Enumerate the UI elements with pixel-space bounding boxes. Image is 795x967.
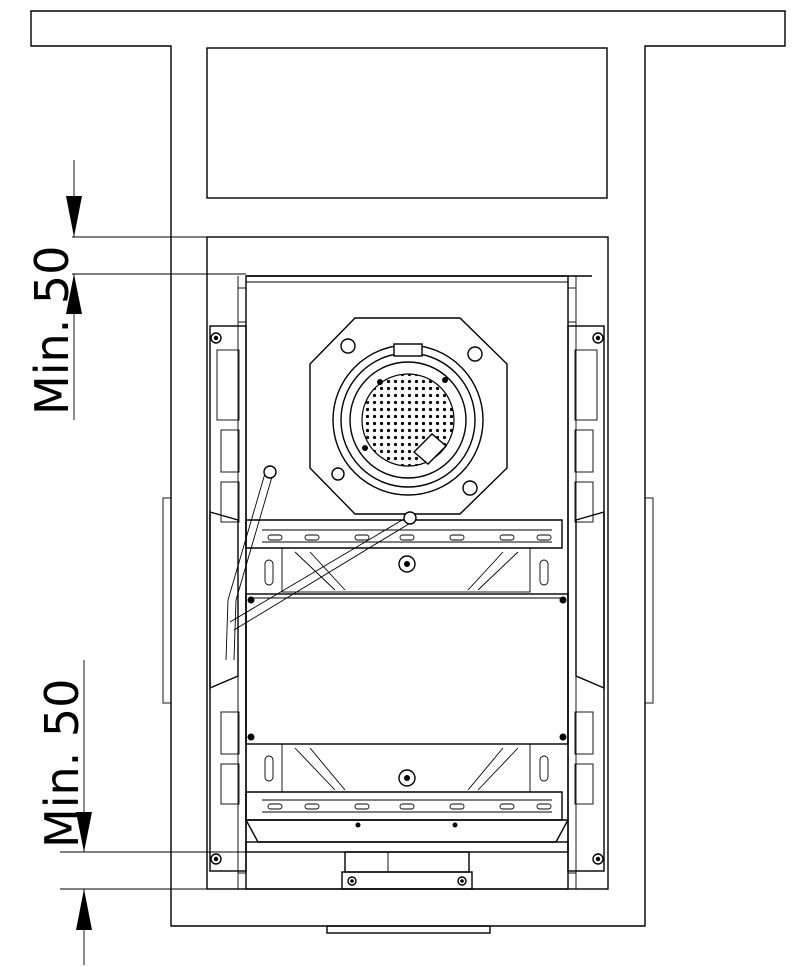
bottom-clearance-label: Min. 50 bbox=[35, 679, 89, 848]
left-mounting-rail bbox=[209, 287, 247, 874]
cables bbox=[225, 465, 417, 661]
upper-cross-channel bbox=[245, 519, 563, 593]
lower-cross-channel bbox=[244, 743, 570, 843]
ceiling-frame bbox=[30, 10, 786, 934]
fan-motor bbox=[309, 317, 508, 515]
top-clearance-dimension: Min. 50 bbox=[25, 160, 246, 420]
hood-housing bbox=[237, 275, 592, 890]
right-mounting-rail bbox=[567, 287, 605, 874]
top-clearance-label: Min. 50 bbox=[25, 246, 79, 415]
bottom-clearance-dimension: Min. 50 bbox=[35, 660, 246, 965]
control-box bbox=[245, 593, 569, 745]
bottom-outlet bbox=[245, 841, 569, 890]
